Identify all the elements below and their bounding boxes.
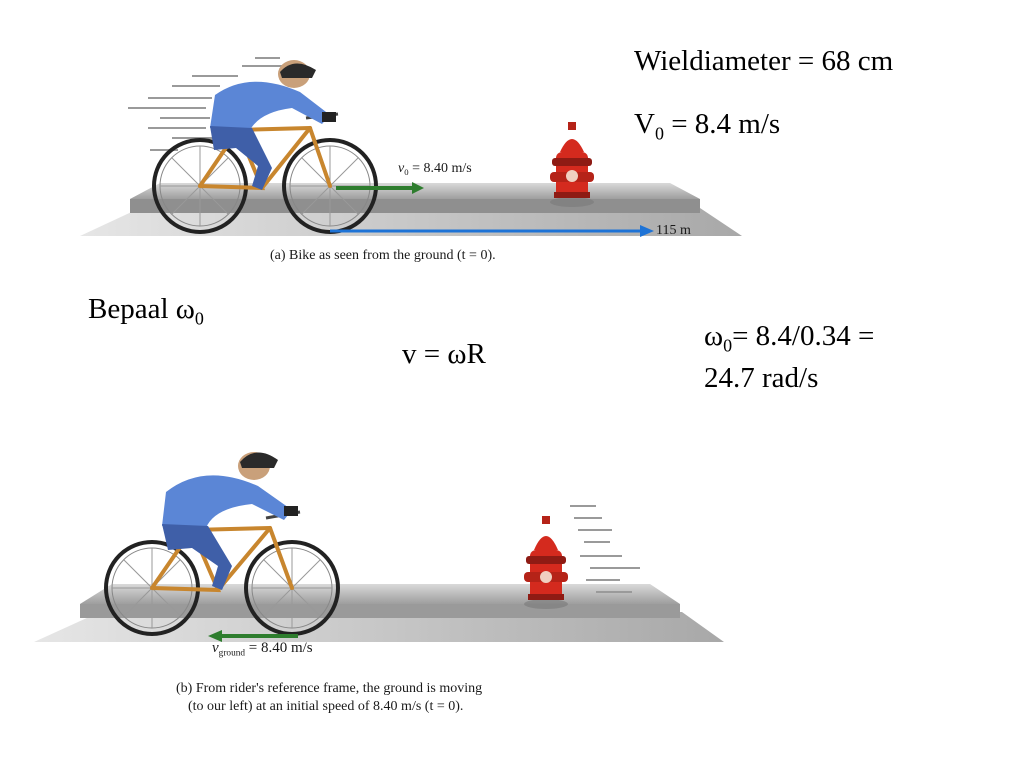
rider-a	[210, 60, 336, 190]
fire-hydrant-b	[524, 516, 568, 609]
fire-hydrant-a	[550, 122, 594, 207]
velocity-label-a: v0 = 8.40 m/s	[398, 161, 472, 178]
velocity-arrow-a	[336, 182, 424, 194]
bicycle-b	[104, 510, 340, 636]
velocity-arrow-b	[208, 630, 298, 642]
task-text: Bepaal ω0	[88, 293, 204, 329]
initial-velocity-text: V0 = 8.4 m/s	[634, 108, 781, 144]
motion-lines-b	[570, 505, 640, 593]
caption-b-line-2: (to our left) at an initial speed of 8.4…	[188, 698, 464, 714]
answer-line-2: 24.7 rad/s	[704, 362, 819, 395]
distance-arrow-a	[330, 225, 654, 237]
velocity-label-b: vground = 8.40 m/s	[212, 640, 313, 659]
answer-text: ω0= 8.4/0.34 = 24.7 rad/s	[704, 315, 874, 399]
caption-a: (a) Bike as seen from the ground (t = 0)…	[270, 248, 496, 263]
caption-b-line-1: (b) From rider's reference frame, the gr…	[176, 681, 483, 696]
caption-b: (b) From rider's reference frame, the gr…	[176, 680, 482, 715]
formula-text: v = ωR	[402, 338, 486, 370]
answer-line-1: ω0= 8.4/0.34 =	[704, 320, 875, 356]
rider-b	[162, 452, 298, 590]
distance-label-a: 115 m	[656, 223, 691, 238]
wheel-diameter-text: Wieldiameter = 68 cm	[634, 45, 894, 77]
